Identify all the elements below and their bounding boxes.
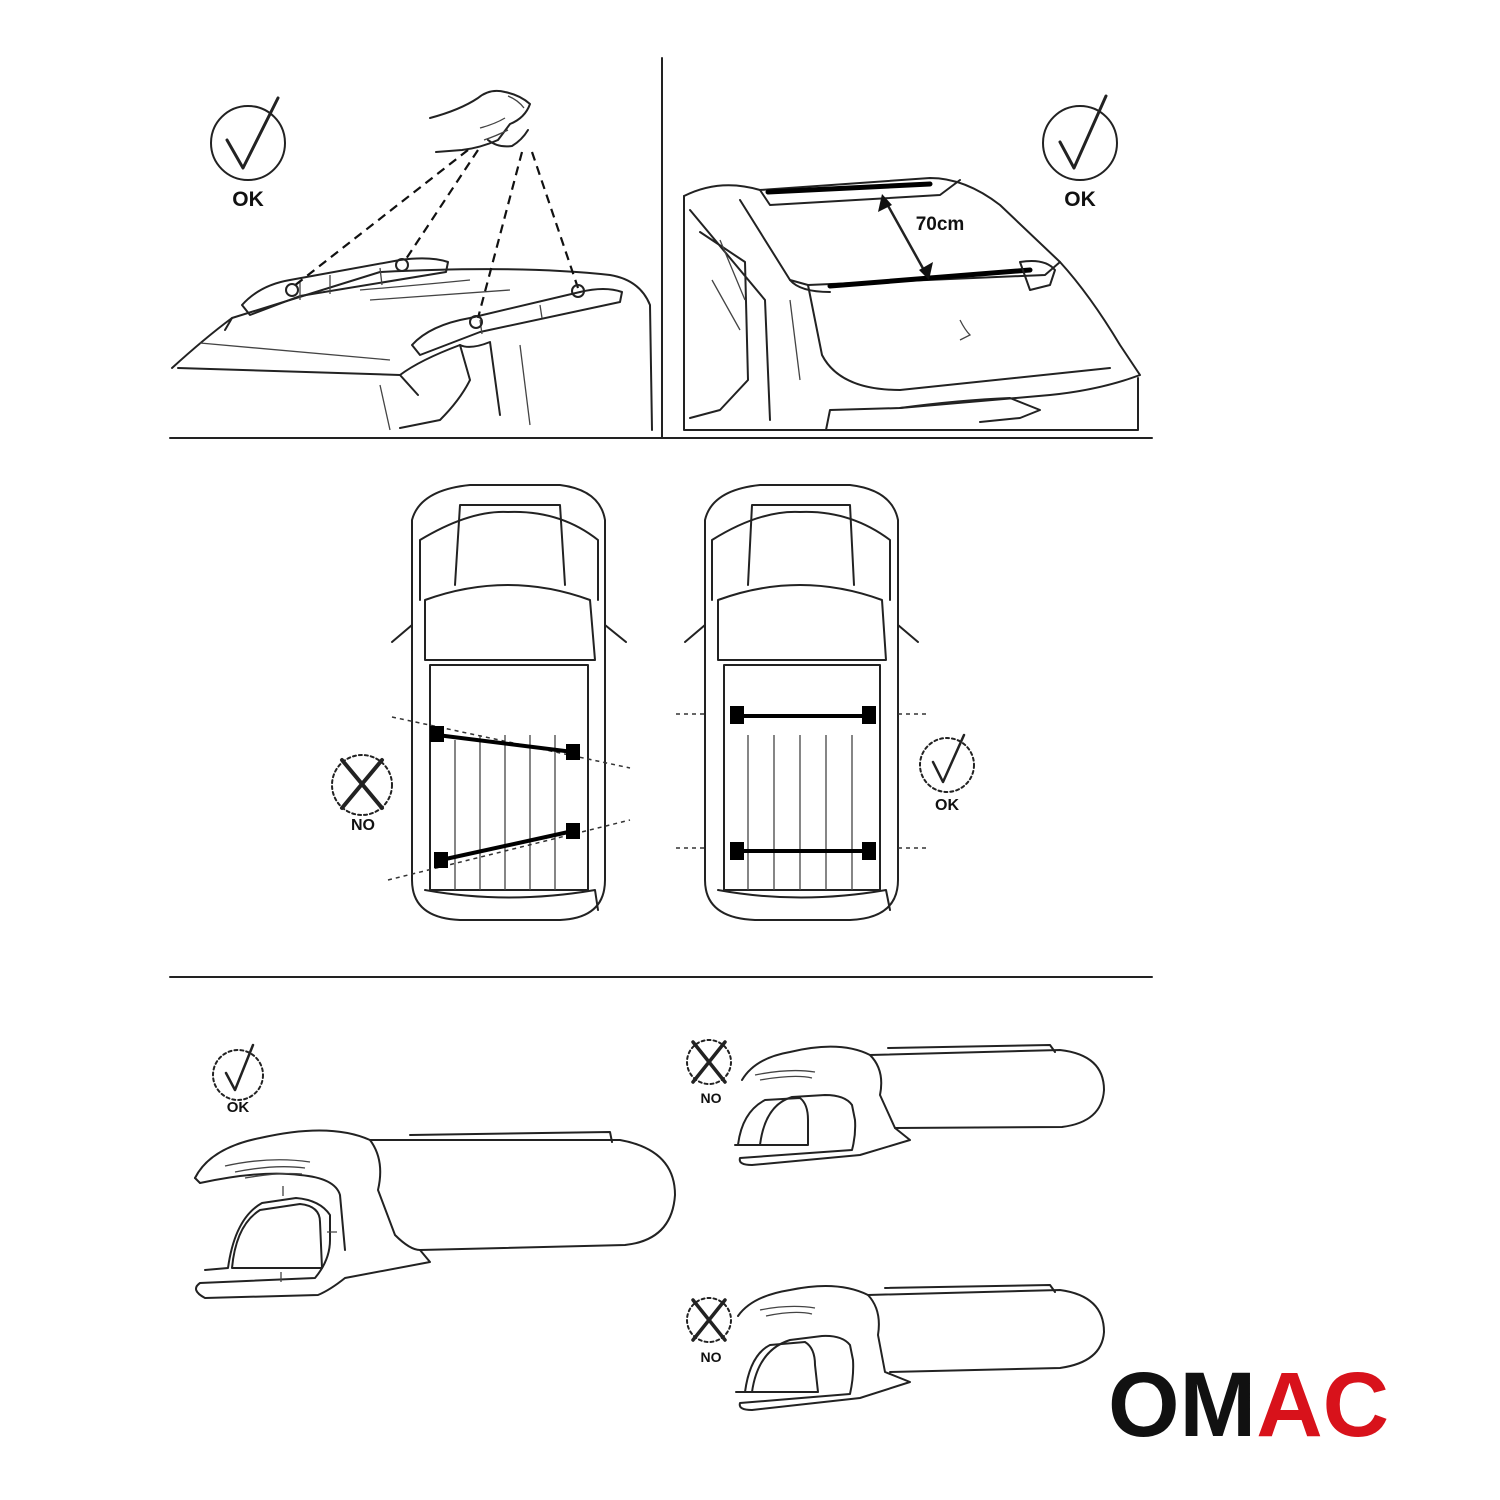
front-roof-bar — [765, 181, 933, 195]
contact-point-2 — [395, 258, 409, 272]
cross-icon — [686, 1297, 732, 1343]
check-icon — [212, 1043, 264, 1101]
no-label: NO — [351, 817, 375, 834]
panel-clean-rails: OK — [171, 89, 653, 431]
hand-cleaning-illustration — [429, 89, 531, 153]
distance-arrow — [878, 194, 933, 280]
check-icon — [919, 733, 975, 793]
cross-icon — [331, 754, 393, 816]
contact-point-guides — [285, 149, 585, 329]
van-rear-view — [683, 177, 1141, 431]
roof-rack-foot-incorrect-tight — [735, 1284, 1105, 1411]
logo-part-om: OM — [1108, 1354, 1256, 1456]
distance-label: 70cm — [916, 214, 965, 235]
rear-roof-bar — [827, 267, 1033, 289]
ok-label: OK — [232, 188, 264, 211]
no-label: NO — [701, 1090, 722, 1106]
roof-rack-foot-incorrect-gap — [734, 1044, 1105, 1166]
contact-point-4 — [571, 284, 585, 298]
panel-foot-fitment: OK NO NO — [194, 1039, 1105, 1411]
contact-point-3 — [469, 315, 483, 329]
no-label: NO — [701, 1349, 722, 1365]
panel-dividers — [169, 57, 1153, 978]
logo-part-ac: AC — [1256, 1354, 1389, 1456]
logo-wordmark: OMAC — [1108, 1354, 1389, 1456]
ok-label: OK — [1064, 188, 1096, 211]
contact-point-1 — [285, 283, 299, 297]
van-top-view-incorrect — [387, 484, 631, 921]
roof-bar-skewed-rear — [440, 829, 574, 862]
roof-bar-skewed-front — [436, 733, 574, 754]
check-icon — [210, 96, 286, 181]
ok-label: OK — [227, 1099, 250, 1116]
panel-bar-alignment: NO OK — [331, 484, 975, 921]
van-side-view — [171, 257, 653, 431]
van-top-view-correct — [676, 484, 930, 921]
panel-bar-spacing: OK 70cm — [683, 94, 1141, 431]
check-icon — [1042, 94, 1118, 181]
cross-icon — [686, 1039, 732, 1085]
ok-label: OK — [935, 797, 959, 814]
roof-rack-foot-correct — [194, 1129, 676, 1299]
omac-logo: OMAC — [1108, 1354, 1389, 1456]
